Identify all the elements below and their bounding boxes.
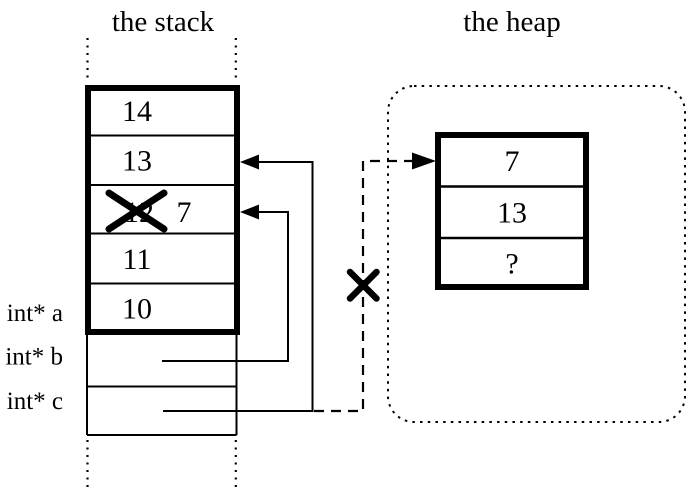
stack-frame-box: 14 13 12 7 11 10 (85, 85, 240, 335)
arrowhead-into-heap-block (412, 152, 436, 170)
heap-region-outline (387, 85, 686, 423)
heap-cell-value-7: 7 (505, 145, 520, 178)
crossed-out-value-x-icon (105, 189, 168, 233)
stack-title: the stack (112, 6, 215, 38)
pointer-label-c: int* c (7, 388, 63, 415)
stack-cell-value-13: 13 (122, 145, 152, 178)
arrowhead-into-stack-cell-13 (240, 154, 259, 170)
pointer-label-b: int* b (5, 344, 63, 371)
arrowhead-into-stack-cell-7 (240, 204, 259, 220)
heap-title: the heap (463, 6, 560, 38)
heap-cell-value-unknown: ? (505, 248, 518, 281)
pointer-label-a: int* a (7, 300, 63, 327)
stack-column-guides (86, 38, 237, 488)
stack-pointer-cells (86, 335, 238, 436)
stack-cell-value-10: 10 (122, 293, 152, 326)
dangling-pointer-line (314, 152, 436, 413)
stack-frame-border (85, 85, 240, 335)
stack-cell-value-14: 14 (122, 95, 152, 128)
pointer-cells-borders (86, 335, 238, 436)
x-stroke-2 (346, 268, 380, 302)
stack-cell-replacement-value-7: 7 (177, 196, 192, 229)
pointer-b-path (162, 211, 289, 362)
pointer-c-path (163, 161, 314, 412)
invalid-pointer-x-icon (346, 268, 380, 302)
pointer-c-line (163, 154, 314, 412)
stack-cell-value-11: 11 (123, 243, 152, 276)
heap-cell-value-13: 13 (497, 197, 527, 230)
pointer-b-line (162, 204, 289, 362)
heap-block-box: 7 13 ? (435, 132, 589, 290)
heap-block-border (435, 132, 589, 290)
x-stroke-2 (105, 189, 168, 233)
